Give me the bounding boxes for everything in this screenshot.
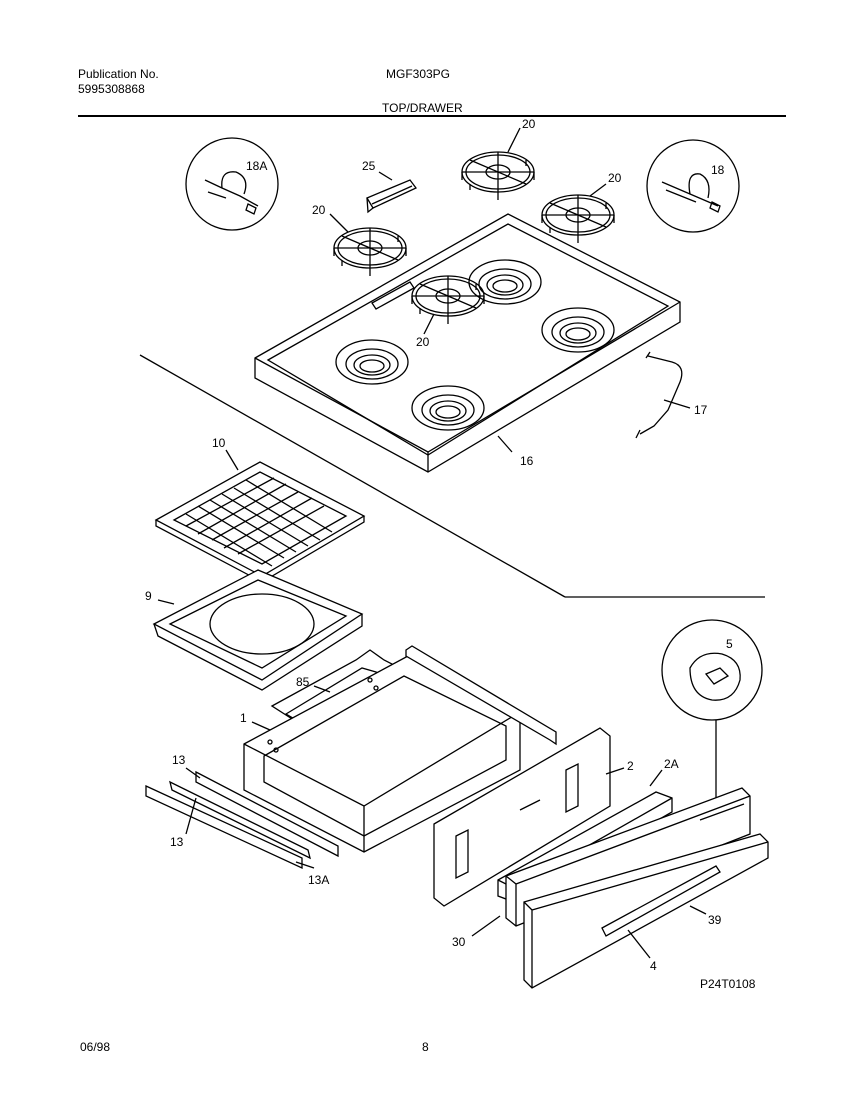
footer-date: 06/98 (80, 1040, 111, 1054)
part-16-cooktop (254, 213, 681, 473)
callout-20: 20 (522, 117, 536, 131)
part-39-handle (601, 865, 721, 937)
section-divider-line (139, 354, 765, 598)
callout-39: 39 (708, 913, 722, 927)
callout-leaders (157, 127, 707, 959)
callout-85: 85 (296, 675, 310, 689)
header-rule (78, 115, 786, 117)
callout-18: 18 (711, 163, 725, 177)
part-17-wire (635, 351, 683, 439)
publication-number: 5995308868 (78, 82, 145, 96)
detail-circle-5 (661, 619, 763, 818)
part-13-slide (145, 784, 303, 870)
callout-13: 13 (170, 835, 184, 849)
callout-9: 9 (145, 589, 152, 603)
callout-20: 20 (608, 171, 622, 185)
callout-2a: 2A (664, 757, 679, 771)
callout-17: 17 (694, 403, 708, 417)
callout-16: 16 (520, 454, 534, 468)
page-number: 8 (422, 1040, 429, 1054)
callout-30: 30 (452, 935, 466, 949)
part-20-grate (541, 194, 615, 244)
part-13a-slide (169, 780, 311, 860)
callout-20: 20 (312, 203, 326, 217)
part-20-grate (333, 227, 407, 277)
callout-5: 5 (726, 637, 733, 651)
part-13-slide (195, 770, 339, 858)
part-9-broiler-pan (152, 569, 364, 691)
callout-10: 10 (212, 436, 226, 450)
detail-circle-18 (646, 139, 740, 233)
callout-25: 25 (362, 159, 376, 173)
section-title: TOP/DRAWER (382, 101, 463, 115)
callout-18a: 18A (246, 159, 267, 173)
part-2-side-bracket (433, 727, 611, 907)
figure-id: P24T0108 (700, 977, 756, 991)
part-25-clip (366, 179, 418, 214)
part-20-grate (461, 151, 535, 201)
publication-label: Publication No. (78, 67, 159, 81)
callout-1: 1 (240, 711, 247, 725)
drawer-rail (405, 645, 557, 746)
callout-2: 2 (627, 759, 634, 773)
callout-20: 20 (416, 335, 430, 349)
callout-4: 4 (650, 959, 657, 973)
callout-13a: 13A (308, 873, 329, 887)
part-10-broiler-grid (154, 461, 366, 583)
callout-13: 13 (172, 753, 186, 767)
detail-circle-18a (185, 137, 279, 231)
model-number: MGF303PG (386, 67, 451, 81)
